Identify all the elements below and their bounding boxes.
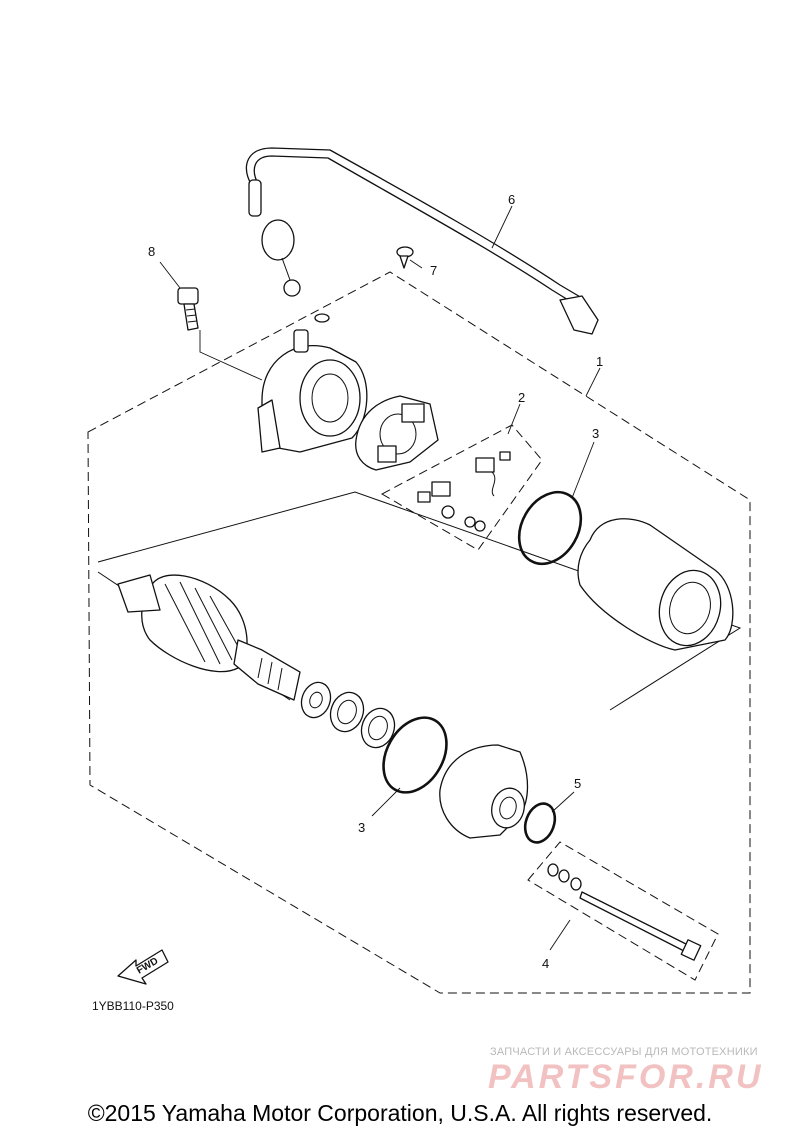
callout-1: 1 <box>596 354 603 369</box>
rear-cover <box>257 329 368 453</box>
callout-4: 4 <box>542 956 549 971</box>
callout-5: 5 <box>574 776 581 791</box>
callout-7: 7 <box>430 263 437 278</box>
fwd-arrow-icon: FWD <box>117 949 169 985</box>
armature-plane-outline <box>97 491 742 711</box>
callout-8: 8 <box>148 244 155 259</box>
watermark-tagline: ЗАПЧАСТИ И АКСЕССУАРЫ ДЛЯ МОТОТЕХНИКИ <box>490 1046 758 1058</box>
long-bolt-set <box>547 863 702 961</box>
o-ring-upper <box>517 490 583 566</box>
watermark-logo: PARTSFOR.RU <box>488 1058 764 1096</box>
assembly-2-boundary <box>380 424 543 551</box>
screw <box>396 246 414 269</box>
o-ring-small <box>523 802 557 844</box>
front-cover <box>439 744 529 839</box>
callout-3-lower: 3 <box>358 820 365 835</box>
yoke-housing <box>577 518 734 651</box>
assembly-4-boundary <box>527 841 719 981</box>
copyright-notice: ©2015 Yamaha Motor Corporation, U.S.A. A… <box>87 1100 713 1126</box>
diagram-code: 1YBB110-P350 <box>92 999 174 1013</box>
needle-bearing <box>360 707 396 749</box>
brush-set-parts <box>417 451 511 532</box>
o-ring-lower <box>382 716 448 794</box>
brush-holder <box>355 395 439 471</box>
callout-6: 6 <box>508 192 515 207</box>
bearing <box>329 691 365 733</box>
assembly-1-boundary <box>87 271 751 994</box>
armature <box>117 574 301 701</box>
leader-lines <box>159 205 601 951</box>
washer <box>314 313 330 323</box>
callout-2: 2 <box>518 390 525 405</box>
callout-3-upper: 3 <box>592 426 599 441</box>
bolt <box>177 287 199 331</box>
thrust-washer <box>300 681 332 719</box>
lead-wire <box>245 147 599 335</box>
